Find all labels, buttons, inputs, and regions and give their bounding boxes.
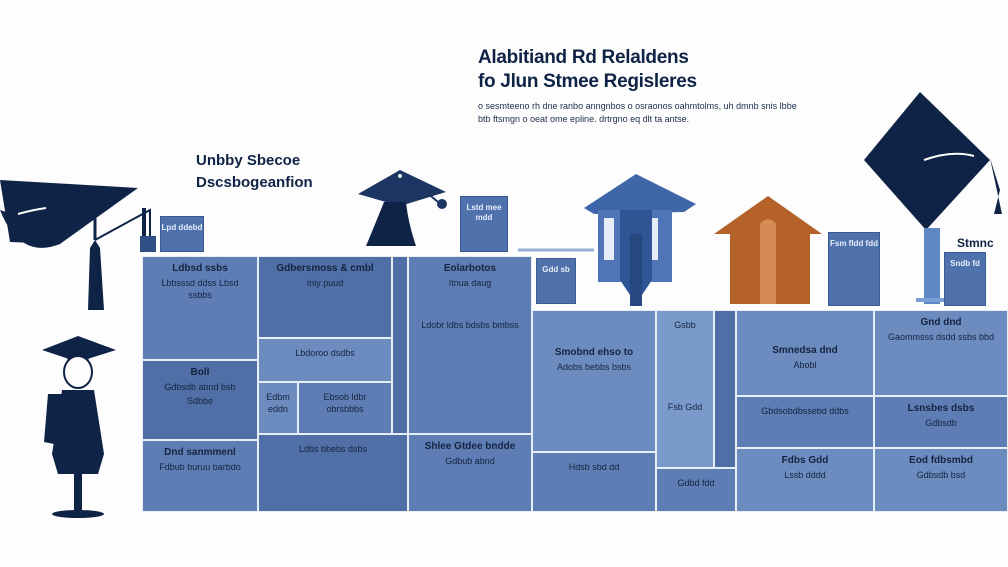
small-box: Sndb fd: [944, 252, 986, 306]
subtitle: o sesmteeno rh dne ranbo anngnbos o osra…: [478, 101, 797, 124]
page-title: Alabitiand Rd Relaldens fo Jlun Stmee Re…: [478, 46, 697, 94]
small-box: Gdd sb: [536, 258, 576, 304]
small-box: Fsm fldd fdd: [828, 232, 880, 306]
tile: [714, 310, 736, 468]
title-line-2: fo Jlun Stmee Regisleres: [478, 71, 697, 92]
tile: [392, 256, 408, 434]
tile: Gdbd fdd: [656, 468, 736, 512]
tile: Gbdsobdbssebd ddbs: [736, 396, 874, 448]
house-icon: [714, 196, 822, 304]
title-line-1: Alabitiand Rd Relaldens: [478, 47, 689, 68]
tile: Ebsob ldbr obrsbbbs: [298, 382, 392, 434]
small-box: Lstd mee mdd: [460, 196, 508, 252]
right-label: Stmnc: [957, 236, 994, 250]
graduate-icon: [42, 336, 116, 518]
tile: Ldbs bbebs dsbs: [258, 434, 408, 512]
graduate-icon: [358, 170, 447, 246]
side-label-line-2: Dscsbogeanfion: [196, 174, 313, 191]
mortarboard-icon: [864, 92, 1002, 304]
side-label-line-1: Unbby Sbecoe: [196, 152, 301, 169]
tassel-icon: [140, 208, 156, 252]
tile: Hdsb sbd dd: [532, 452, 656, 512]
small-box: Lpd ddebd: [160, 216, 204, 252]
academic-building-icon: [584, 174, 696, 306]
mortarboard-icon: [0, 180, 151, 310]
side-label: Unbby Sbecoe Dscsbogeanfion: [196, 150, 313, 194]
divider-line: [518, 248, 594, 252]
tile: Edbm eddn: [258, 382, 298, 434]
tile: Lbdoroo dsdbs: [258, 338, 392, 382]
